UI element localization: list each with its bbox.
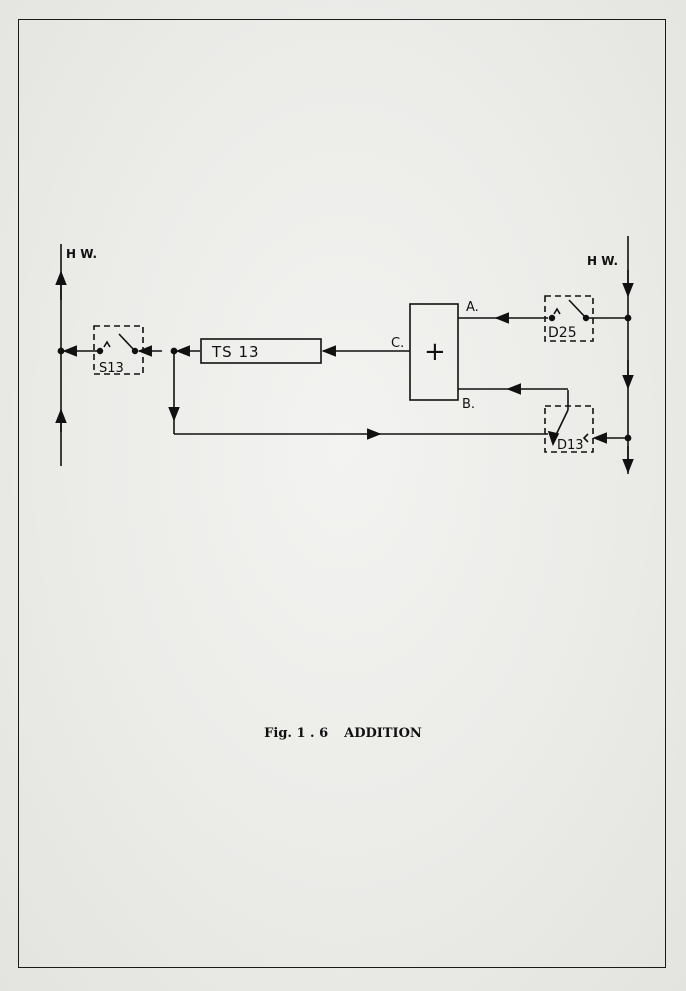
adder-output-c-label: C. xyxy=(391,336,404,351)
figure-number: Fig. 1 . 6 xyxy=(264,726,329,741)
switch-d13-box xyxy=(544,405,594,453)
switch-d25-left-contact xyxy=(548,314,556,322)
switch-s13-hook xyxy=(103,340,111,348)
left-highway-label: H W. xyxy=(66,247,97,261)
adder-plus-symbol: + xyxy=(424,337,446,367)
adder-input-a-label: A. xyxy=(466,300,479,315)
switch-d13-arrowhead xyxy=(547,430,560,447)
switch-s13-left-contact xyxy=(96,347,104,355)
switch-d13-hook xyxy=(582,433,589,443)
register-ts13-label: TS 13 xyxy=(211,343,260,361)
right-highway-junction-top xyxy=(624,314,632,322)
page-border xyxy=(18,19,666,968)
switch-s13-label: S13 xyxy=(99,361,124,376)
right-highway-label: H W. xyxy=(587,254,618,268)
switch-d13-label: D13 xyxy=(557,438,584,453)
switch-d25-label: D25 xyxy=(548,325,577,341)
figure-title: ADDITION xyxy=(344,726,422,741)
switch-d25-hook xyxy=(553,307,561,315)
right-highway-junction-bottom xyxy=(624,434,632,442)
adder-box xyxy=(409,303,459,401)
figure-caption: Fig. 1 . 6 ADDITION xyxy=(0,726,686,741)
register-ts13-box xyxy=(200,338,322,364)
switch-d25-lever xyxy=(568,299,587,319)
switch-s13-lever xyxy=(118,333,136,352)
adder-input-b-label: B. xyxy=(462,397,475,412)
switch-d13-lever xyxy=(554,409,569,438)
left-highway-junction xyxy=(57,347,65,355)
